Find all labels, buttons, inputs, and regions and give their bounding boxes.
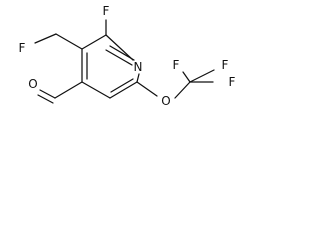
bond-c4-cho bbox=[54, 81, 83, 99]
bond-c2-n1-upper bbox=[105, 34, 134, 61]
bond-o-cf3 bbox=[174, 81, 191, 99]
atom-f-ring: F bbox=[103, 4, 110, 18]
atom-o-aldehyde: O bbox=[28, 77, 37, 91]
bond-c5-c6-double bbox=[110, 78, 134, 93]
bond-n1-c2-double bbox=[105, 49, 133, 66]
atom-f-cf3-right: F bbox=[229, 75, 236, 89]
bond-cf3-f-top-right bbox=[189, 69, 215, 83]
bond-cho-o-double bbox=[37, 94, 54, 104]
atom-n-ring: N bbox=[134, 60, 143, 74]
bond-c5-c6 bbox=[109, 81, 138, 99]
atom-o-ether: O bbox=[161, 94, 170, 108]
molecule-structure: F F N O O F F F bbox=[19, 4, 236, 108]
atom-f-cf3-top-left: F bbox=[173, 58, 180, 72]
bond-c3-ch2 bbox=[55, 33, 83, 50]
bond-cf3-f-top-left bbox=[182, 71, 191, 83]
bond-c6-o bbox=[136, 81, 158, 97]
bond-c4-c5 bbox=[81, 81, 111, 99]
bond-c6-n1 bbox=[136, 73, 140, 83]
bond-c2-c3 bbox=[81, 34, 107, 50]
bond-ch2-f bbox=[34, 33, 57, 44]
atom-f-fluoromethyl: F bbox=[19, 41, 26, 55]
bond-cho-o bbox=[39, 89, 56, 99]
atom-f-cf3-top-right: F bbox=[222, 58, 229, 72]
